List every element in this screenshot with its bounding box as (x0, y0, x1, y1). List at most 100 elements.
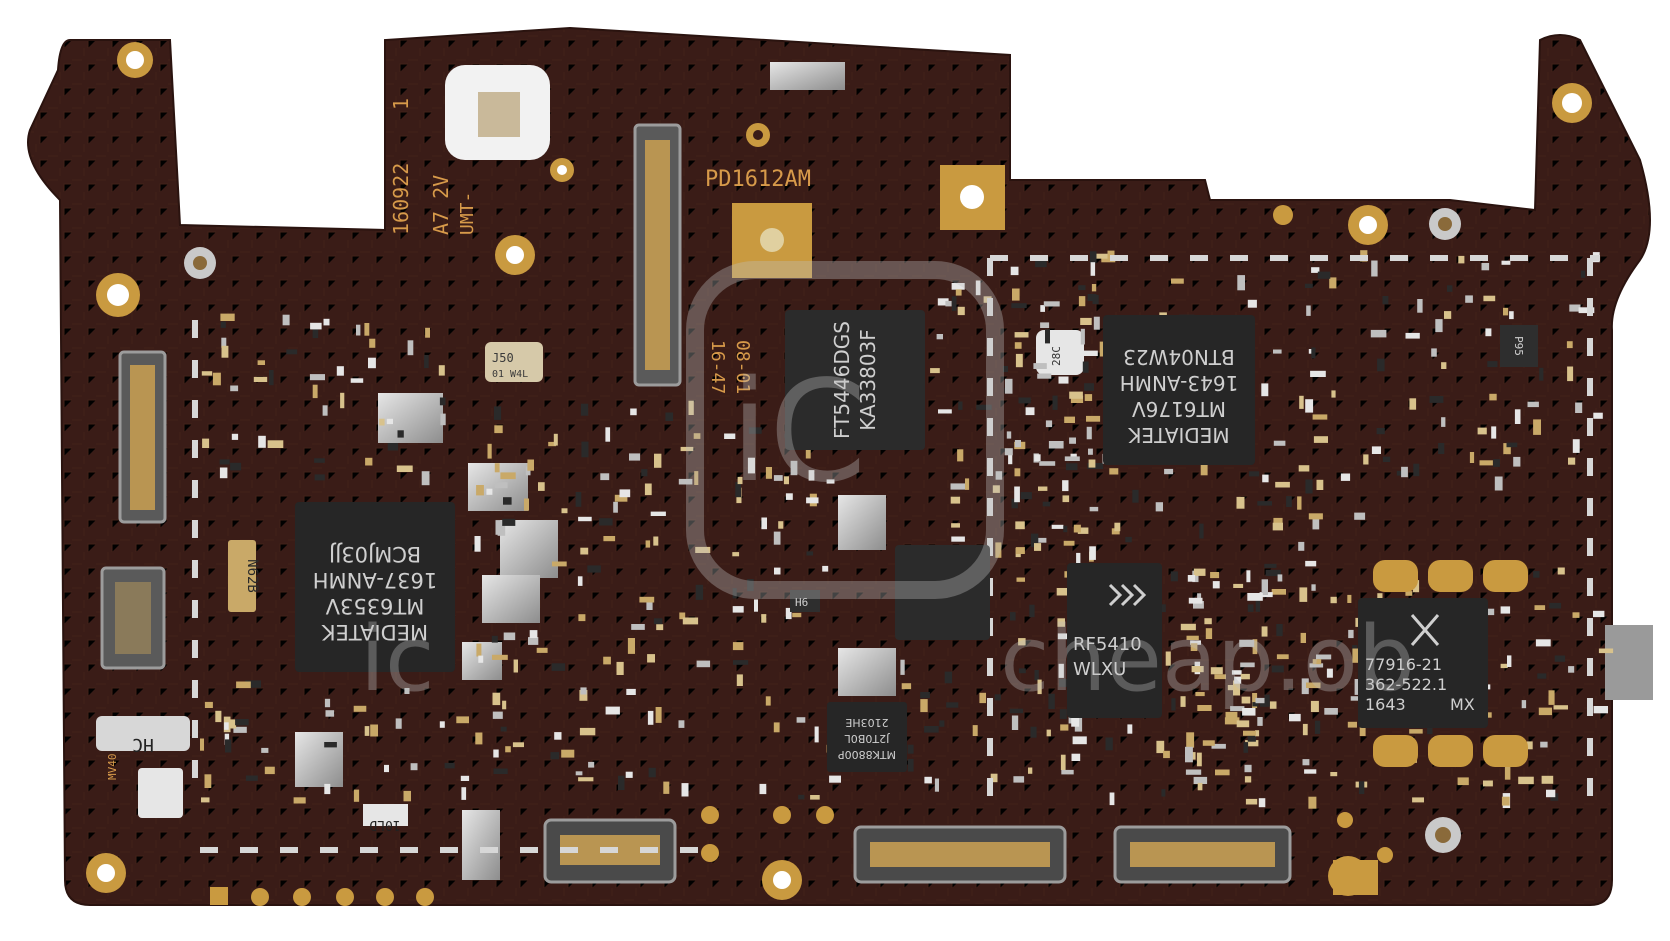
smd-part (1084, 394, 1093, 401)
smd-part (629, 453, 641, 461)
smd-part (1435, 319, 1443, 333)
mic-part: 28C (1050, 346, 1063, 366)
smd-part (822, 565, 829, 572)
smd-part (924, 726, 939, 733)
smd-part (1199, 523, 1204, 539)
smd-part (650, 511, 666, 516)
smd-part (1132, 489, 1139, 503)
smd-part (1257, 501, 1272, 506)
smd-part (396, 465, 413, 472)
smd-part (1276, 624, 1283, 637)
smd-part (1082, 361, 1089, 373)
smd-part (1006, 431, 1012, 439)
smd-part (1063, 525, 1068, 533)
smd-part (694, 471, 699, 485)
smd-part (1170, 571, 1178, 582)
smd-part (235, 719, 249, 726)
smd-part (1230, 706, 1245, 712)
smd-part (1043, 301, 1060, 307)
smd-part (1382, 296, 1389, 305)
smd-part (1071, 711, 1080, 727)
smd-part (1500, 663, 1508, 669)
smd-part (1099, 341, 1106, 357)
smd-part (1156, 740, 1165, 754)
smd-part (920, 692, 930, 699)
smd-part (1533, 571, 1540, 578)
smd-part (1377, 358, 1385, 372)
smd-part (1018, 668, 1026, 674)
smd-part (1312, 659, 1322, 665)
smd-part (1037, 373, 1052, 379)
smd-part (1314, 720, 1321, 734)
smd-part (476, 485, 484, 496)
power-amplifier-chip: 77916-21 362-522.1 1643 MX (1358, 598, 1488, 728)
smd-part (1503, 307, 1509, 316)
smd-part (1093, 316, 1100, 330)
smd-part (368, 357, 376, 369)
smd-part (1401, 466, 1408, 478)
smd-part (1302, 759, 1310, 766)
smd-part (1533, 419, 1541, 435)
smd-part (324, 698, 331, 708)
smd-part (1082, 350, 1098, 356)
smd-part (810, 795, 820, 800)
smd-part (1305, 479, 1313, 494)
silk-line-1: A7 2V (429, 175, 453, 235)
pmic-date: 1637-ANMH (313, 568, 438, 592)
smd-part (581, 441, 589, 458)
test-pads (210, 806, 1393, 906)
smd-part (487, 443, 492, 459)
smd-part (1347, 594, 1352, 603)
smd-part (502, 700, 507, 710)
rf-switch-chip: RF5410 WLXU (1067, 563, 1162, 718)
smd-part (1060, 724, 1069, 731)
smd-part (495, 482, 508, 489)
smd-part (1056, 588, 1073, 596)
smd-part (1252, 702, 1259, 707)
smd-part (1503, 443, 1511, 455)
smd-part (1348, 629, 1354, 639)
smd-part (1413, 463, 1420, 477)
smd-part (1441, 362, 1447, 369)
smd-part (975, 280, 981, 296)
smd-part (512, 742, 524, 748)
smd-part (1427, 722, 1433, 735)
smd-part (1062, 495, 1070, 503)
smd-part (369, 338, 376, 348)
smd-part (286, 349, 298, 355)
smd-part (1088, 448, 1093, 455)
smd-part (1186, 635, 1199, 640)
smd-part (1002, 366, 1008, 373)
smd-part (1489, 393, 1497, 401)
smd-part (618, 775, 625, 790)
smd-part (1572, 612, 1580, 618)
smd-part (579, 727, 596, 736)
smd-part (1553, 705, 1568, 710)
smd-part (1057, 618, 1065, 627)
smd-part (1030, 726, 1037, 738)
smd-part (253, 376, 268, 382)
smd-part (1187, 575, 1196, 582)
rf-transceiver-chip: MEDIATEK MT6176V 1643-ANMH BTN04W23 (1103, 315, 1255, 465)
smd-part (1233, 680, 1240, 696)
smd-part (1301, 678, 1309, 695)
smd-part (1073, 524, 1081, 533)
smd-part (647, 710, 654, 725)
smd-part (1491, 426, 1497, 439)
smd-part (1010, 612, 1016, 621)
smd-part (1548, 690, 1555, 705)
watermark-logo: iC (730, 351, 867, 514)
smd-part (785, 493, 793, 500)
smd-part (1033, 363, 1047, 369)
smd-part (1031, 533, 1039, 548)
smd-part (955, 289, 962, 296)
smd-part (1240, 662, 1255, 668)
smd-part (1190, 640, 1201, 645)
smd-part (1086, 415, 1101, 422)
smd-part (732, 588, 737, 599)
smd-part (1014, 332, 1029, 338)
connectors (100, 123, 1292, 884)
smd-part (1355, 617, 1361, 627)
smd-part (1527, 401, 1539, 408)
smd-part (1052, 395, 1058, 410)
